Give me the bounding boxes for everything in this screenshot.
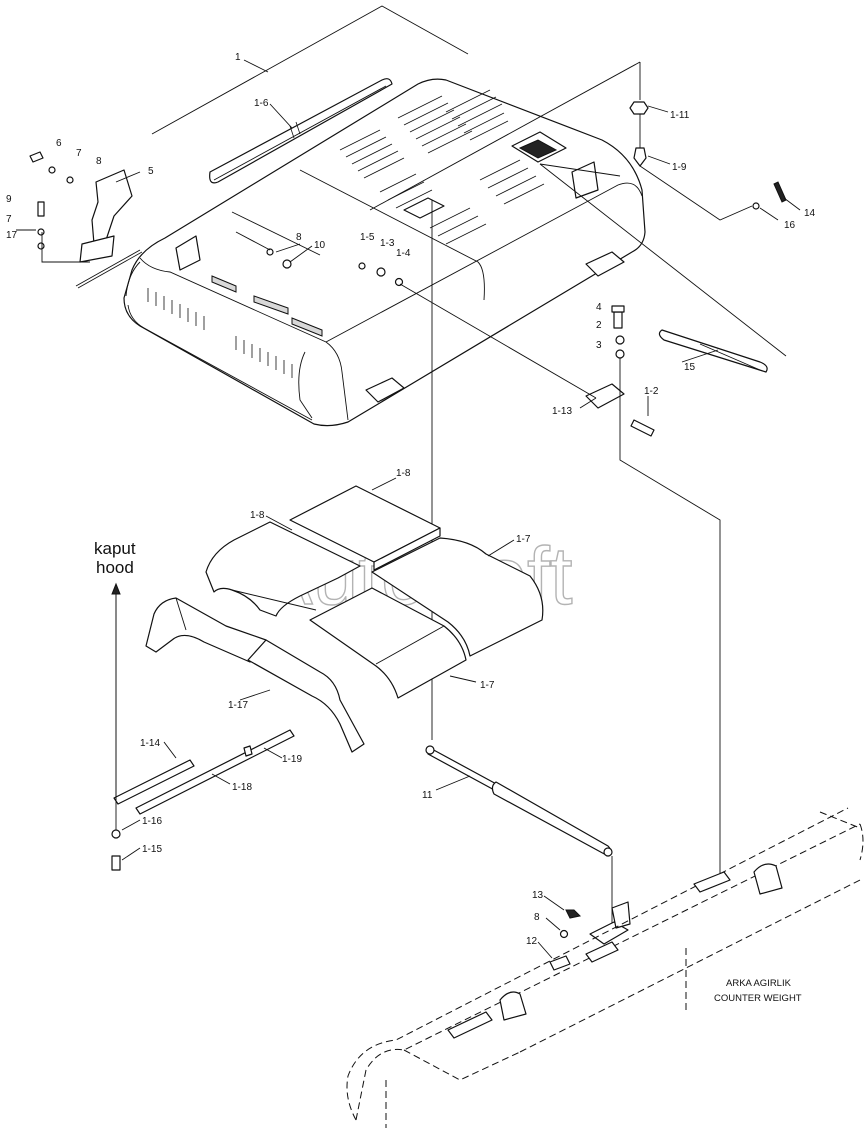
- bolt-1-2: [630, 419, 655, 437]
- center-fasteners: [358, 262, 597, 399]
- label-17: 17: [6, 230, 18, 241]
- label-8-top: 8: [96, 156, 102, 167]
- leader-lines: [16, 5, 801, 959]
- label-1-13: 1-13: [552, 406, 572, 417]
- hood-direction-arrow: [111, 582, 121, 800]
- label-10: 10: [314, 240, 326, 251]
- washer-1-16: [111, 829, 121, 839]
- insulation-panels: [205, 485, 544, 699]
- label-1-18: 1-18: [232, 782, 252, 793]
- hood-assembly: [123, 78, 646, 427]
- seal-strip-rod: [209, 78, 393, 184]
- hood-label-line1: kaput: [94, 539, 136, 558]
- label-1-7-bottom: 1-7: [480, 680, 495, 691]
- label-1-6: 1-6: [254, 98, 269, 109]
- part-labels: 1 1-6 6 7 8 5 9 7 17 8 10 1-5 1-3 1-4 1-…: [6, 52, 816, 1004]
- label-1-2: 1-2: [644, 386, 659, 397]
- label-1-17: 1-17: [228, 700, 248, 711]
- hood-label-line2: hood: [96, 558, 134, 577]
- hinge-bracket: [75, 169, 143, 289]
- pin-and-washer: [752, 181, 787, 210]
- label-1: 1: [235, 52, 241, 63]
- label-16: 16: [784, 220, 796, 231]
- label-1-19: 1-19: [282, 754, 302, 765]
- label-1-9: 1-9: [672, 162, 687, 173]
- label-1-14: 1-14: [140, 738, 160, 749]
- counter-weight-outline: [346, 807, 864, 1128]
- support-strut: [539, 163, 787, 373]
- label-6: 6: [56, 138, 62, 149]
- side-panels-1-17: [145, 597, 365, 753]
- right-stud-fasteners: [369, 61, 753, 221]
- label-11: 11: [422, 790, 433, 801]
- label-7-left: 7: [6, 214, 12, 225]
- label-13: 13: [532, 890, 544, 901]
- label-7-top: 7: [76, 148, 82, 159]
- label-14: 14: [804, 208, 816, 219]
- bolt-stack: [611, 305, 721, 880]
- left-fasteners: [29, 151, 90, 263]
- counterweight-label-line2: COUNTER WEIGHT: [714, 993, 802, 1004]
- label-2: 2: [596, 320, 602, 331]
- gas-spring: [425, 745, 613, 930]
- label-1-4: 1-4: [396, 248, 411, 259]
- label-1-8-left: 1-8: [250, 510, 265, 521]
- latch-fasteners: [549, 901, 631, 971]
- label-1-3: 1-3: [380, 238, 395, 249]
- label-12: 12: [526, 936, 538, 947]
- bolt-1-15: [111, 855, 121, 871]
- label-1-15: 1-15: [142, 844, 162, 855]
- label-9: 9: [6, 194, 12, 205]
- label-1-8-top: 1-8: [396, 468, 411, 479]
- label-5: 5: [148, 166, 154, 177]
- label-1-7-top: 1-7: [516, 534, 531, 545]
- label-1-5: 1-5: [360, 232, 375, 243]
- washer-8: [266, 248, 274, 256]
- label-8-bottom: 8: [534, 912, 540, 923]
- counterweight-label-line1: ARKA AGIRLIK: [726, 978, 792, 989]
- straps: [113, 586, 295, 836]
- label-3: 3: [596, 340, 602, 351]
- label-1-11: 1-11: [670, 110, 690, 121]
- label-8-mid: 8: [296, 232, 302, 243]
- label-4: 4: [596, 302, 602, 313]
- nut-10: [282, 259, 292, 269]
- label-15: 15: [684, 362, 696, 373]
- label-1-16: 1-16: [142, 816, 162, 827]
